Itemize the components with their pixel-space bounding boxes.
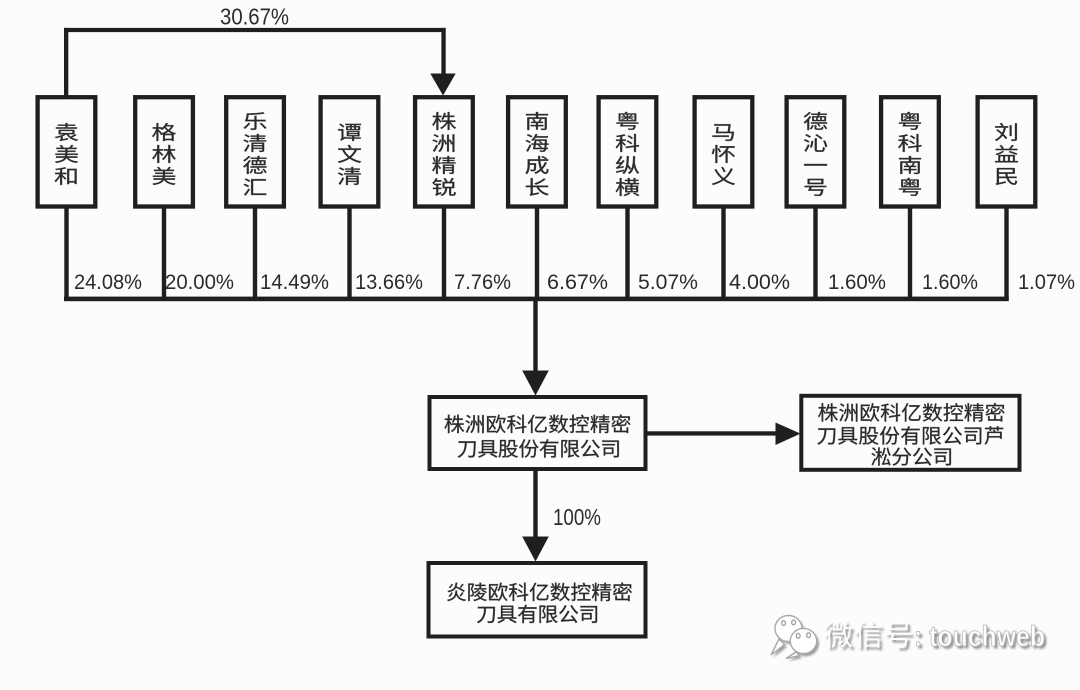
svg-text:14.49%: 14.49%	[260, 270, 329, 294]
svg-text:1.60%: 1.60%	[922, 270, 978, 294]
svg-text:: touchweb: : touchweb	[914, 621, 1045, 653]
svg-text:7.76%: 7.76%	[454, 270, 511, 294]
svg-text:100%: 100%	[553, 504, 601, 530]
svg-text:1.07%: 1.07%	[1018, 270, 1075, 294]
svg-text:4.00%: 4.00%	[729, 270, 790, 294]
svg-text:6.67%: 6.67%	[547, 270, 608, 294]
svg-text:24.08%: 24.08%	[74, 270, 142, 294]
svg-text:20.00%: 20.00%	[165, 270, 234, 294]
svg-text:1.60%: 1.60%	[828, 270, 886, 294]
svg-text:30.67%: 30.67%	[220, 4, 289, 30]
svg-text:5.07%: 5.07%	[638, 270, 698, 294]
svg-text:13.66%: 13.66%	[355, 270, 423, 294]
svg-text:: touchweb: : touchweb	[916, 624, 1047, 656]
